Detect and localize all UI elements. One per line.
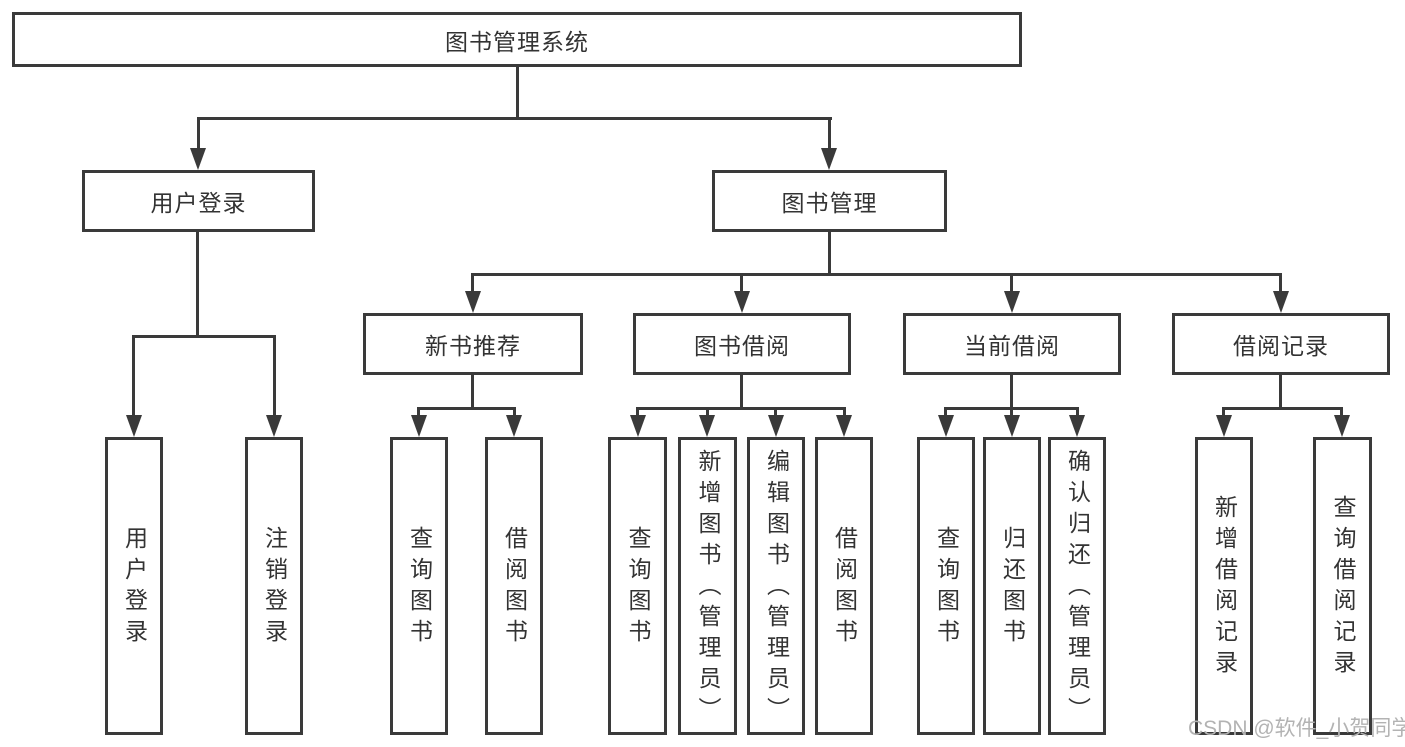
connector-vline [471, 273, 474, 293]
arrowhead-down-icon [1273, 291, 1289, 313]
connector-vline [636, 407, 639, 419]
arrowhead-down-icon [734, 291, 750, 313]
arrowhead-down-icon [1004, 415, 1020, 437]
connector-vline [513, 407, 516, 419]
node-book-borrowing: 图书借阅 [633, 313, 851, 375]
arrowhead-down-icon [411, 415, 427, 437]
connector-hline [1222, 407, 1343, 410]
connector-vline [516, 67, 519, 119]
connector-vline [273, 335, 276, 419]
connector-vline [417, 407, 420, 419]
connector-vline [944, 407, 947, 419]
leaf-query-books-current: 查询图书 [917, 437, 975, 735]
arrowhead-down-icon [630, 415, 646, 437]
arrowhead-down-icon [506, 415, 522, 437]
leaf-logout: 注销登录 [245, 437, 303, 735]
arrowhead-down-icon [465, 291, 481, 313]
node-user-login: 用户登录 [82, 170, 315, 232]
connector-hline [417, 407, 516, 410]
connector-hline [636, 407, 846, 410]
connector-vline [774, 407, 777, 419]
leaf-borrow-books-recommend: 借阅图书 [485, 437, 543, 735]
arrowhead-down-icon [1216, 415, 1232, 437]
connector-vline [706, 407, 709, 419]
connector-hline [197, 117, 832, 120]
connector-vline [197, 117, 200, 152]
leaf-query-borrow-record: 查询借阅记录 [1313, 437, 1372, 735]
connector-vline [740, 375, 743, 410]
leaf-user-login: 用户登录 [105, 437, 163, 735]
arrowhead-down-icon [821, 148, 837, 170]
connector-vline [740, 273, 743, 293]
connector-vline [132, 335, 135, 419]
arrowhead-down-icon [938, 415, 954, 437]
connector-vline [1010, 375, 1013, 410]
leaf-add-borrow-record: 新增借阅记录 [1195, 437, 1253, 735]
arrowhead-down-icon [699, 415, 715, 437]
node-new-book-recommendation: 新书推荐 [363, 313, 583, 375]
connector-vline [1010, 407, 1013, 419]
leaf-return-books: 归还图书 [983, 437, 1041, 735]
connector-vline [1279, 375, 1282, 410]
connector-vline [196, 232, 199, 338]
leaf-borrow-books: 借阅图书 [815, 437, 873, 735]
connector-vline [1222, 407, 1225, 419]
arrowhead-down-icon [266, 415, 282, 437]
connector-vline [1076, 407, 1079, 419]
leaf-query-books-recommend: 查询图书 [390, 437, 448, 735]
connector-vline [1340, 407, 1343, 419]
csdn-watermark: CSDN @软件_小贺同学 [1188, 717, 1405, 740]
node-borrowing-records: 借阅记录 [1172, 313, 1390, 375]
leaf-confirm-return-admin: 确认归还（管理员） [1048, 437, 1106, 735]
arrowhead-down-icon [768, 415, 784, 437]
leaf-add-books-admin: 新增图书（管理员） [678, 437, 737, 735]
connector-hline [471, 273, 1282, 276]
arrowhead-down-icon [836, 415, 852, 437]
connector-vline [1279, 273, 1282, 293]
node-book-management: 图书管理 [712, 170, 947, 232]
node-root: 图书管理系统 [12, 12, 1022, 67]
connector-vline [828, 232, 831, 275]
arrowhead-down-icon [1334, 415, 1350, 437]
connector-vline [471, 375, 474, 410]
connector-hline [132, 335, 276, 338]
node-current-borrowing: 当前借阅 [903, 313, 1121, 375]
arrowhead-down-icon [1004, 291, 1020, 313]
leaf-edit-books-admin: 编辑图书（管理员） [747, 437, 805, 735]
connector-vline [1010, 273, 1013, 293]
arrowhead-down-icon [126, 415, 142, 437]
connector-vline [828, 117, 831, 152]
arrowhead-down-icon [1069, 415, 1085, 437]
arrowhead-down-icon [190, 148, 206, 170]
leaf-query-books-borrowing: 查询图书 [608, 437, 667, 735]
connector-vline [843, 407, 846, 419]
